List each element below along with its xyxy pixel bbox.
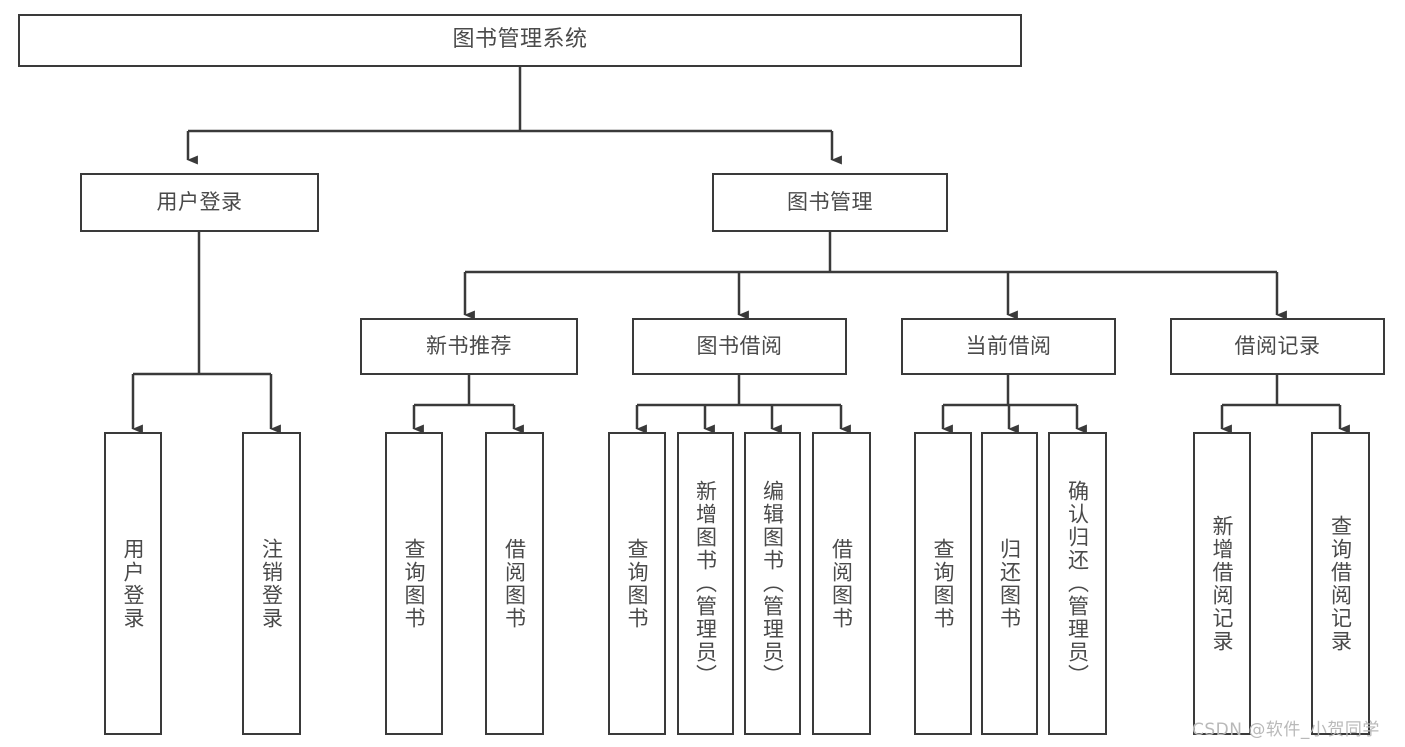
leaf-node-return-book[interactable]: 归还图书	[981, 432, 1038, 735]
node-label: 用户登录	[121, 537, 146, 630]
node-borrow-record[interactable]: 借阅记录	[1170, 318, 1385, 375]
leaf-node-query-book-recommend[interactable]: 查询图书	[385, 432, 443, 735]
leaf-node-add-book-admin[interactable]: 新增图书（管理员）	[677, 432, 734, 735]
leaf-node-confirm-return-admin[interactable]: 确认归还（管理员）	[1048, 432, 1107, 735]
node-new-book-recommend[interactable]: 新书推荐	[360, 318, 578, 375]
node-root-book-management-system[interactable]: 图书管理系统	[18, 14, 1022, 67]
node-label: 查询图书	[931, 537, 956, 630]
node-label: 查询图书	[625, 537, 650, 630]
node-label: 确认归还（管理员）	[1065, 480, 1090, 687]
leaf-node-edit-book-admin[interactable]: 编辑图书（管理员）	[744, 432, 801, 735]
node-book-management[interactable]: 图书管理	[712, 173, 948, 232]
node-book-borrow[interactable]: 图书借阅	[632, 318, 847, 375]
node-label: 当前借阅	[965, 333, 1052, 358]
node-label: 新增图书（管理员）	[693, 480, 718, 687]
node-label: 查询借阅记录	[1328, 514, 1353, 653]
node-label: 借阅图书	[829, 537, 854, 630]
node-label: 图书管理	[787, 189, 873, 214]
leaf-node-add-borrow-record[interactable]: 新增借阅记录	[1193, 432, 1251, 735]
leaf-node-logout-login[interactable]: 注销登录	[242, 432, 301, 735]
node-label: 查询图书	[402, 537, 427, 630]
node-label: 新增借阅记录	[1210, 514, 1235, 653]
node-label: 借阅记录	[1234, 333, 1321, 358]
leaf-node-query-book-borrow[interactable]: 查询图书	[608, 432, 666, 735]
leaf-node-borrow-book-recommend[interactable]: 借阅图书	[485, 432, 544, 735]
node-label: 新书推荐	[426, 333, 512, 358]
node-label: 用户登录	[156, 189, 243, 214]
node-label: 图书借阅	[696, 333, 783, 358]
node-current-borrow[interactable]: 当前借阅	[901, 318, 1116, 375]
node-user-login[interactable]: 用户登录	[80, 173, 319, 232]
node-label: 归还图书	[997, 537, 1022, 630]
node-label: 注销登录	[259, 537, 284, 630]
leaf-node-borrow-book[interactable]: 借阅图书	[812, 432, 871, 735]
leaf-node-query-borrow-record[interactable]: 查询借阅记录	[1311, 432, 1370, 735]
node-label: 图书管理系统	[452, 27, 588, 53]
node-label: 编辑图书（管理员）	[760, 480, 785, 687]
leaf-node-query-book-current[interactable]: 查询图书	[914, 432, 972, 735]
node-label: 借阅图书	[502, 537, 527, 630]
leaf-node-user-login[interactable]: 用户登录	[104, 432, 162, 735]
